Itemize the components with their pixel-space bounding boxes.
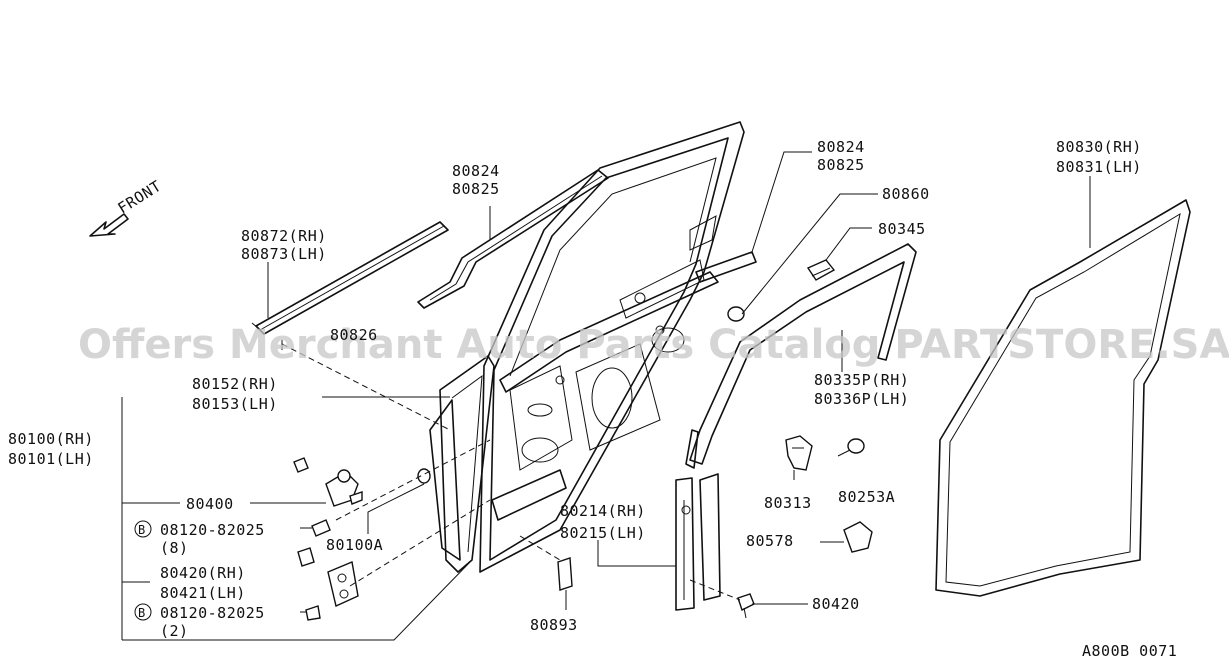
label-80826: 80826 (330, 326, 378, 344)
bracket-80313 (785, 435, 813, 471)
sliding-door-outer (479, 121, 745, 573)
label-80872: 80872(RH) (241, 227, 327, 245)
bolt-marker-upper (134, 520, 152, 538)
label-80420-rh: 80420(RH) (160, 564, 246, 582)
bolt-marker-lower (134, 603, 152, 621)
label-80824-right: 80824 (817, 138, 865, 156)
glass-run-80335P (689, 243, 917, 465)
label-80215: 80215(LH) (560, 524, 646, 542)
label-80101: 80101(LH) (8, 450, 94, 468)
watermark: Offers Merchant Auto Parts Catalog PARTS… (78, 322, 1229, 368)
label-80336P: 80336P(LH) (814, 390, 909, 408)
hinge-80420 (297, 547, 359, 621)
label-80100A: 80100A (326, 536, 383, 554)
weatherstrip-80824-right (695, 251, 757, 283)
label-80873: 80873(LH) (241, 245, 327, 263)
front-arrow-icon (89, 213, 129, 237)
bolt-marker-lower-letter: B (138, 606, 146, 620)
leader-lines (121, 151, 1091, 641)
diagram-code: A800B 0071 (1082, 642, 1177, 660)
label-80100: 80100(RH) (8, 430, 94, 448)
bolt-80420-lower (737, 593, 755, 619)
label-80400: 80400 (186, 495, 234, 513)
block-80578 (843, 521, 873, 553)
bolt-icon (311, 519, 331, 537)
glass-run-strip-80872 (251, 221, 449, 335)
label-80825-upper: 80825 (452, 180, 500, 198)
label-80153: 80153(LH) (192, 395, 278, 413)
front-label: FRONT (115, 177, 165, 218)
hinge-80400 (293, 457, 363, 507)
label-80831: 80831(LH) (1056, 158, 1142, 176)
label-80152: 80152(RH) (192, 375, 278, 393)
label-80824-upper: 80824 (452, 162, 500, 180)
label-80421-lh: 80421(LH) (160, 584, 246, 602)
label-80214: 80214(RH) (560, 502, 646, 520)
clip-80345 (806, 259, 836, 281)
label-80860: 80860 (882, 185, 930, 203)
label-08120-lower-qty: (2) (160, 622, 189, 640)
rear-channel-80214 (675, 429, 721, 611)
bolt-80253A (837, 438, 865, 457)
label-80825-right: 80825 (817, 156, 865, 174)
label-08120-lower: 08120-82025 (160, 604, 265, 622)
label-80893: 80893 (530, 616, 578, 634)
label-80345: 80345 (878, 220, 926, 238)
label-80420-lower: 80420 (812, 595, 860, 613)
label-80313: 80313 (764, 494, 812, 512)
label-08120-upper-qty: (8) (160, 539, 189, 557)
label-08120-upper: 08120-82025 (160, 521, 265, 539)
bolt-marker-upper-letter: B (138, 523, 146, 537)
label-80578: 80578 (746, 532, 794, 550)
door-weatherstrip-80830 (935, 199, 1191, 597)
cover-80893 (557, 557, 573, 591)
label-80253A: 80253A (838, 488, 895, 506)
label-80335P: 80335P(RH) (814, 371, 909, 389)
label-80830: 80830(RH) (1056, 138, 1142, 156)
door-inner-80152 (429, 355, 495, 573)
grommet-80860 (727, 306, 745, 322)
